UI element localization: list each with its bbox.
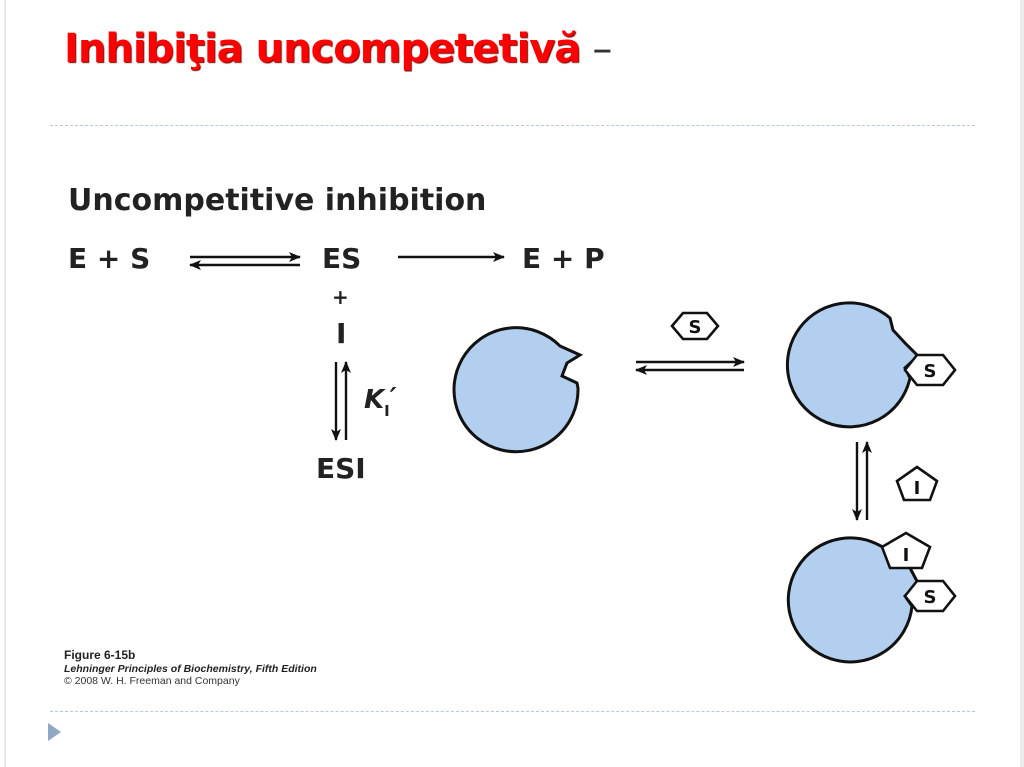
bound-inhibitor-label: I bbox=[903, 545, 910, 566]
slide-title-dash: – bbox=[592, 26, 612, 72]
diagram-heading: Uncompetitive inhibition bbox=[68, 183, 486, 218]
reversible-arrow-esi bbox=[331, 361, 351, 441]
slide-title: Inhibiţia uncompetetivă– bbox=[64, 26, 612, 72]
figure-number: Figure 6-15b bbox=[64, 648, 135, 662]
slide-left-border bbox=[4, 0, 6, 767]
top-divider bbox=[50, 125, 975, 126]
substrate-hexagon-free: S bbox=[670, 311, 720, 341]
substrate-label: S bbox=[689, 317, 702, 338]
figure-copyright: © 2008 W. H. Freeman and Company bbox=[64, 675, 241, 687]
inhibition-constant: KI′ bbox=[364, 383, 397, 420]
inhibitor-plus: + bbox=[332, 285, 349, 309]
esi-substrate-label: S bbox=[924, 587, 937, 608]
figure-source: Lehninger Principles of Biochemistry, Fi… bbox=[64, 663, 317, 675]
slide-title-text: Inhibiţia uncompetetivă bbox=[64, 26, 581, 72]
bottom-divider bbox=[50, 711, 975, 712]
reversible-arrow-inhibitor-binding bbox=[852, 441, 872, 521]
inhibitor-label: I bbox=[914, 478, 921, 499]
play-triangle-icon bbox=[48, 723, 61, 741]
equation-left: E + S bbox=[68, 242, 150, 275]
bound-substrate-label: S bbox=[924, 361, 937, 382]
inhibitor-pentagon-bound: I bbox=[880, 531, 932, 570]
enzyme-substrate-complex bbox=[785, 301, 921, 429]
free-enzyme bbox=[452, 326, 584, 454]
enzyme-substrate-inhibitor-complex bbox=[786, 536, 920, 664]
slide-right-border bbox=[1020, 0, 1024, 767]
inhibitor-symbol: I bbox=[336, 317, 346, 350]
equation-middle: ES bbox=[322, 242, 361, 275]
substrate-hexagon-bound: S bbox=[903, 353, 957, 387]
inhibitor-pentagon-free: I bbox=[895, 465, 939, 502]
reversible-arrow-substrate-binding bbox=[635, 357, 745, 375]
substrate-hexagon-esi: S bbox=[903, 579, 957, 613]
reversible-arrow-es bbox=[189, 252, 301, 270]
esi-complex: ESI bbox=[316, 452, 366, 485]
equation-right: E + P bbox=[522, 242, 605, 275]
